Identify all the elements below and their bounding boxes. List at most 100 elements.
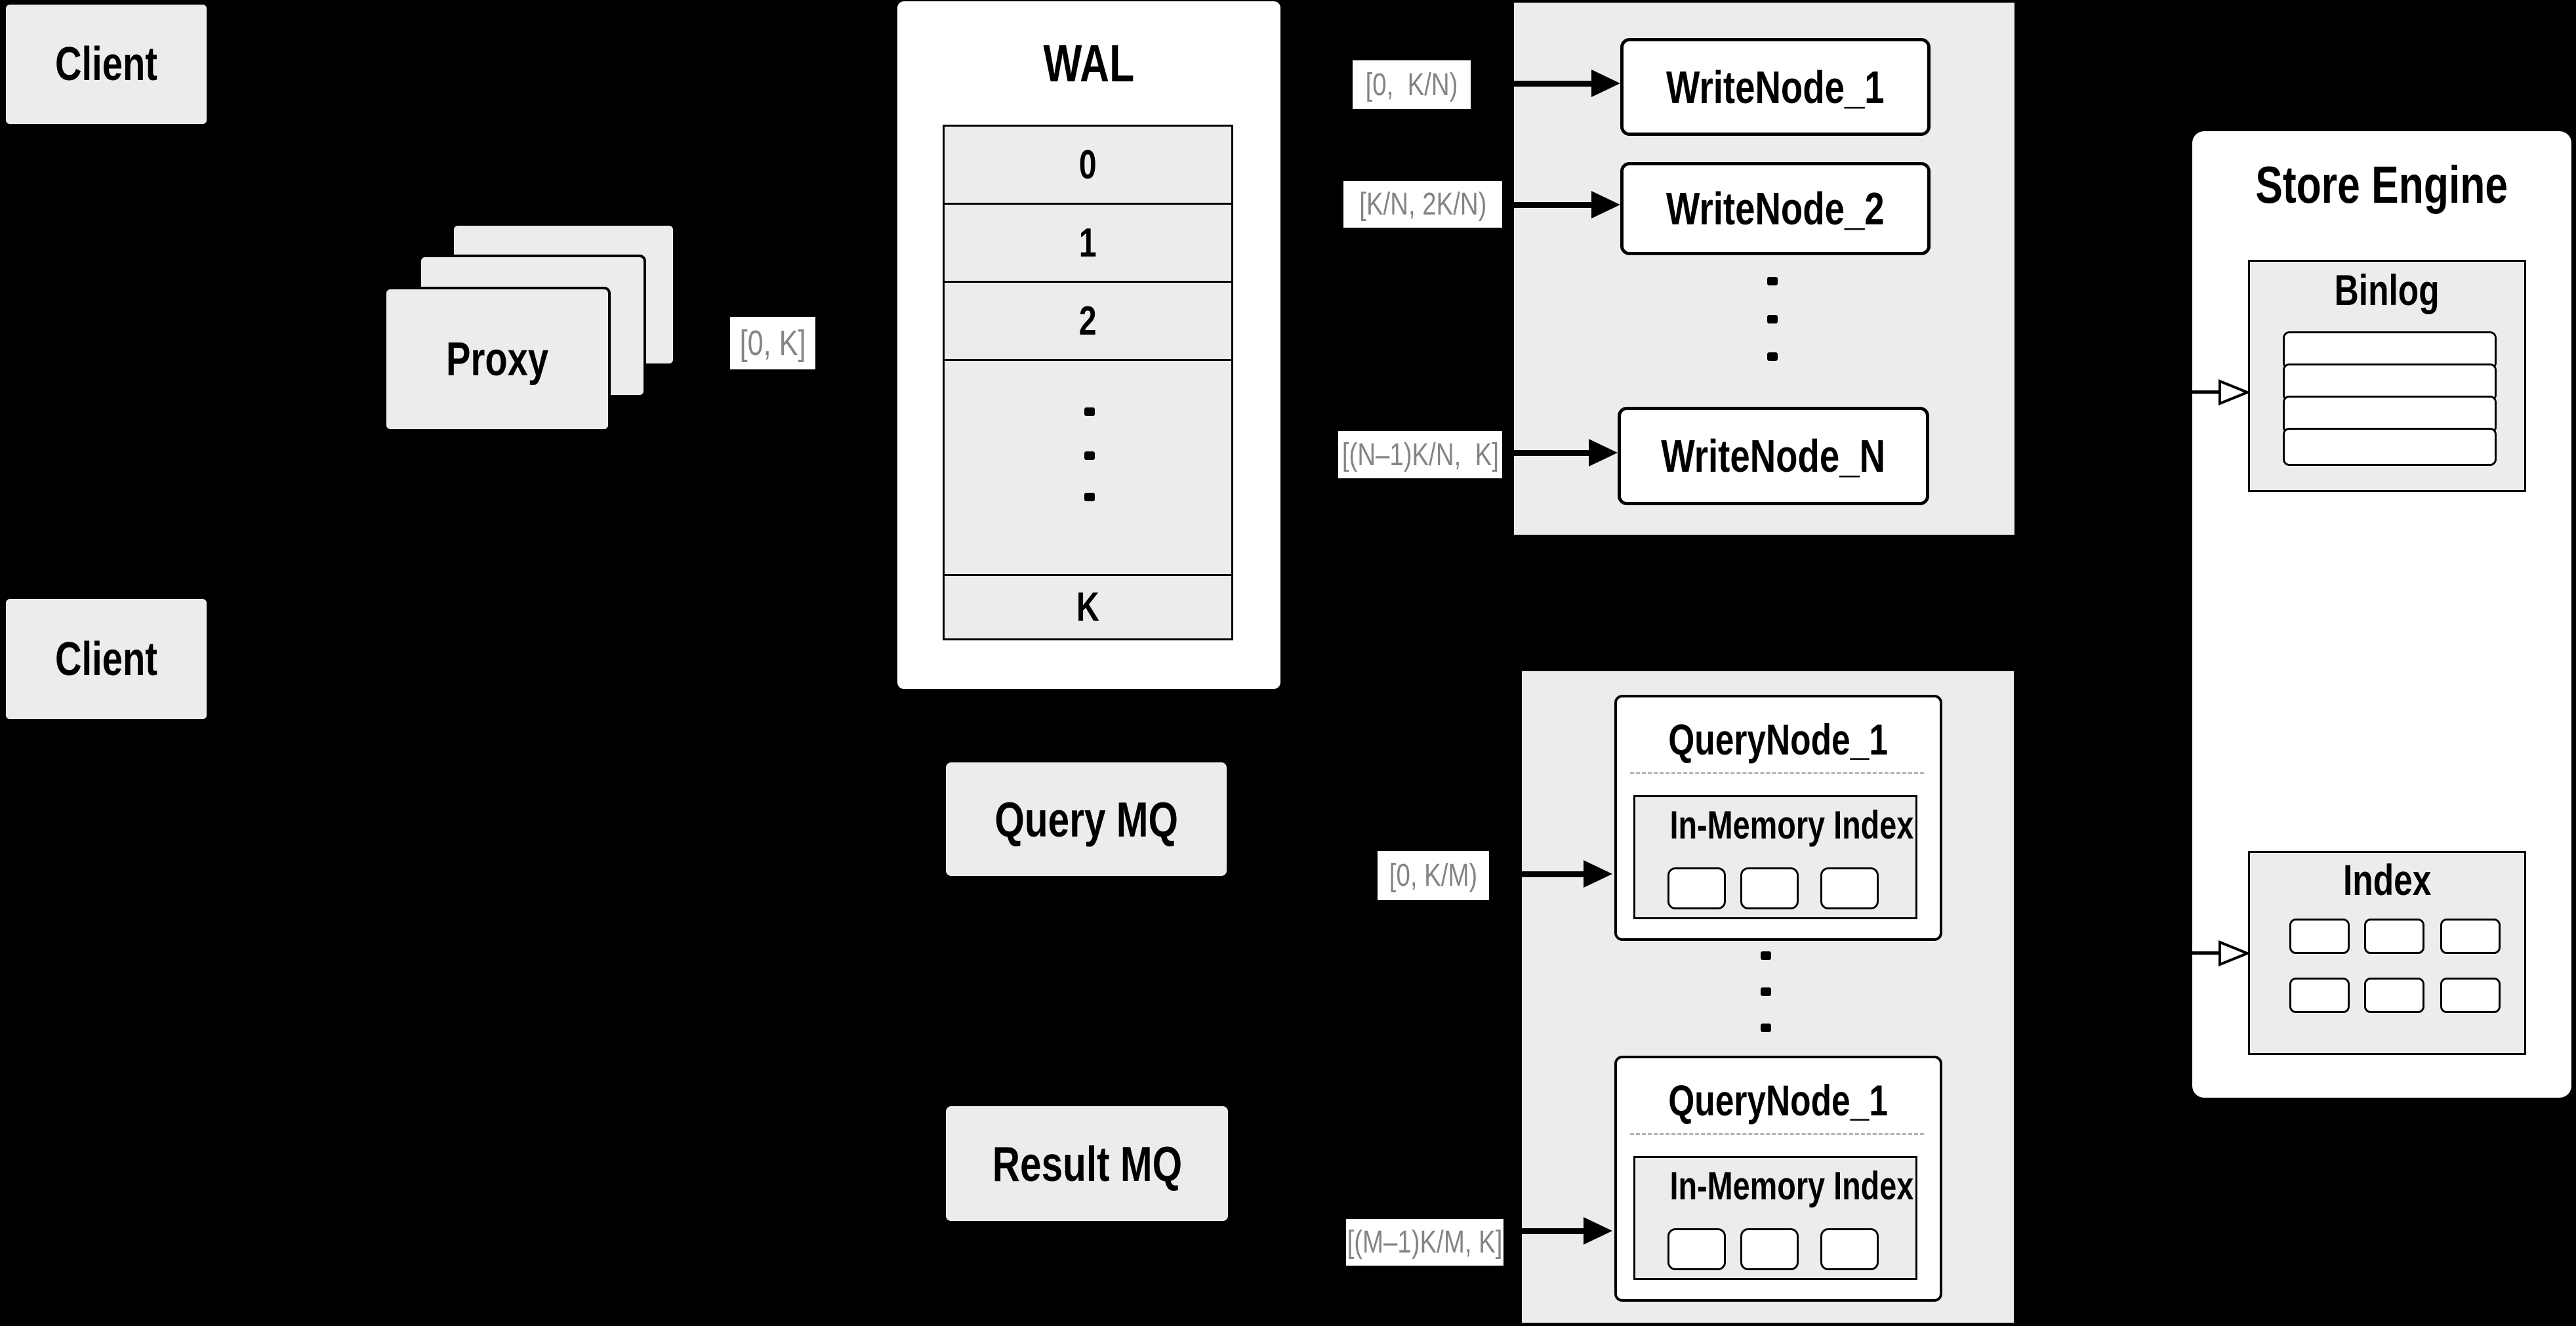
- write-ellipsis-dot: [1767, 352, 1778, 361]
- query-node-2-box: QueryNode_1 In-Memory Index: [1614, 1056, 1942, 1302]
- query-node-1-divider: [1630, 772, 1924, 774]
- wal-title-line: WAL: [897, 37, 1280, 90]
- query-node-2-divider: [1630, 1133, 1924, 1135]
- write-node-n-label: WriteNode_N: [1661, 430, 1886, 482]
- in-memory-index-2-title-line: In-Memory Index: [1635, 1167, 1915, 1206]
- arrow-index-shaft: [2060, 951, 2220, 955]
- write-node-2-box: WriteNode_2: [1620, 162, 1931, 255]
- arrow-query-m-head: [1584, 1217, 1612, 1245]
- index-square: [2440, 919, 2501, 954]
- wal-row-0: 0: [943, 125, 1233, 205]
- query-node-2-title-line: QueryNode_1: [1617, 1079, 1940, 1122]
- wal-row-ellipsis: [943, 359, 1233, 576]
- segment-square: [1820, 867, 1879, 909]
- query-mq-box: Query MQ: [946, 762, 1227, 876]
- index-square: [2289, 919, 2350, 954]
- index-title: Index: [2342, 856, 2432, 904]
- client-top-label: Client: [54, 38, 157, 91]
- wal-row-1: 1: [943, 203, 1233, 283]
- query-range-label-m: [(M–1)K/M, K]: [1346, 1219, 1503, 1266]
- arrow-query-m-shaft: [1507, 1228, 1584, 1234]
- arrow-write-2-head: [1591, 191, 1620, 218]
- client-box-bottom: Client: [6, 599, 207, 719]
- segment-square: [1740, 867, 1799, 909]
- write-node-2-label: WriteNode_2: [1666, 183, 1885, 234]
- write-range-label-1: [0, K/N): [1353, 60, 1471, 109]
- segment-square: [1820, 1228, 1879, 1270]
- arrow-query-1-shaft: [1492, 871, 1584, 877]
- arrow-write-n-shaft: [1505, 450, 1591, 456]
- query-node-1-title: QueryNode_1: [1668, 715, 1889, 764]
- wal-table: 0 1 2 K: [943, 125, 1233, 640]
- query-node-2-title: QueryNode_1: [1668, 1076, 1889, 1125]
- in-memory-index-box-2: In-Memory Index: [1633, 1156, 1917, 1280]
- write-ellipsis-dot: [1767, 277, 1778, 285]
- wal-row-2-label: 2: [1079, 298, 1097, 344]
- store-engine-panel: Store Engine Binlog Index: [2192, 131, 2571, 1098]
- arrow-binlog-shaft: [2060, 390, 2220, 394]
- query-range-label-1-text: [0, K/M): [1389, 858, 1478, 893]
- in-memory-index-2-title: In-Memory Index: [1669, 1164, 1914, 1208]
- arrow-write-1-shaft: [1476, 81, 1594, 87]
- index-square: [2440, 978, 2501, 1013]
- write-range-label-n: [(N–1)K/N, K]: [1338, 431, 1502, 478]
- store-engine-title-line: Store Engine: [2192, 159, 2571, 211]
- wal-row-0-label: 0: [1079, 142, 1097, 188]
- query-ellipsis-dot: [1761, 987, 1771, 996]
- query-mq-label: Query MQ: [994, 791, 1178, 847]
- query-node-1-box: QueryNode_1 In-Memory Index: [1614, 695, 1942, 941]
- query-ellipsis-dot: [1761, 951, 1771, 960]
- wal-row-2: 2: [943, 281, 1233, 361]
- query-range-label-1: [0, K/M): [1378, 851, 1489, 900]
- index-square: [2364, 978, 2424, 1013]
- result-mq-label: Result MQ: [992, 1136, 1182, 1191]
- index-square: [2364, 919, 2424, 954]
- wal-ellipsis-dot: [1084, 451, 1095, 460]
- segment-square: [1667, 867, 1726, 909]
- write-range-label-2: [K/N, 2K/N): [1343, 181, 1502, 228]
- in-memory-index-box-1: In-Memory Index: [1633, 795, 1917, 919]
- client-box-top: Client: [6, 5, 207, 124]
- write-range-label-2-text: [K/N, 2K/N): [1359, 187, 1487, 222]
- write-ellipsis-dot: [1767, 315, 1778, 323]
- arrow-index-open-head: [2218, 940, 2249, 966]
- wal-ellipsis-dot: [1084, 493, 1095, 501]
- binlog-title-line: Binlog: [2250, 268, 2524, 312]
- index-square: [2289, 978, 2350, 1013]
- write-node-1-box: WriteNode_1: [1620, 38, 1931, 136]
- in-memory-index-1-title: In-Memory Index: [1669, 803, 1914, 847]
- write-node-1-label: WriteNode_1: [1666, 61, 1885, 113]
- arrow-binlog-open-head: [2218, 379, 2249, 405]
- binlog-row: [2283, 428, 2497, 466]
- wal-panel: WAL 0 1 2 K: [897, 1, 1280, 689]
- wal-ellipsis-dot: [1084, 407, 1095, 416]
- index-box: Index: [2248, 851, 2526, 1055]
- proxy-box-front: Proxy: [384, 287, 611, 432]
- arrow-write-n-head: [1589, 439, 1618, 466]
- query-node-1-title-line: QueryNode_1: [1617, 718, 1940, 761]
- wal-row-k: K: [943, 574, 1233, 640]
- segment-square: [1667, 1228, 1726, 1270]
- binlog-box: Binlog: [2248, 260, 2526, 492]
- arrow-query-1-head: [1584, 860, 1612, 888]
- client-bottom-label: Client: [54, 632, 157, 686]
- wal-row-1-label: 1: [1079, 220, 1097, 266]
- query-ellipsis-dot: [1761, 1024, 1771, 1032]
- query-range-label-m-text: [(M–1)K/M, K]: [1347, 1225, 1503, 1260]
- wal-title: WAL: [1043, 34, 1135, 93]
- proxy-range-text: [0, K]: [739, 323, 806, 363]
- store-engine-title: Store Engine: [2255, 155, 2508, 214]
- arrow-write-2-shaft: [1505, 202, 1594, 208]
- write-range-label-n-text: [(N–1)K/N, K]: [1341, 437, 1499, 472]
- in-memory-index-1-title-line: In-Memory Index: [1635, 806, 1915, 845]
- index-title-line: Index: [2250, 858, 2524, 901]
- write-node-n-box: WriteNode_N: [1618, 407, 1929, 505]
- proxy-label: Proxy: [445, 333, 549, 386]
- proxy-range-label: [0, K]: [730, 317, 815, 369]
- write-range-label-1-text: [0, K/N): [1365, 67, 1458, 102]
- result-mq-box: Result MQ: [946, 1106, 1228, 1221]
- arrow-write-1-head: [1591, 70, 1620, 97]
- binlog-title: Binlog: [2334, 266, 2440, 314]
- segment-square: [1740, 1228, 1799, 1270]
